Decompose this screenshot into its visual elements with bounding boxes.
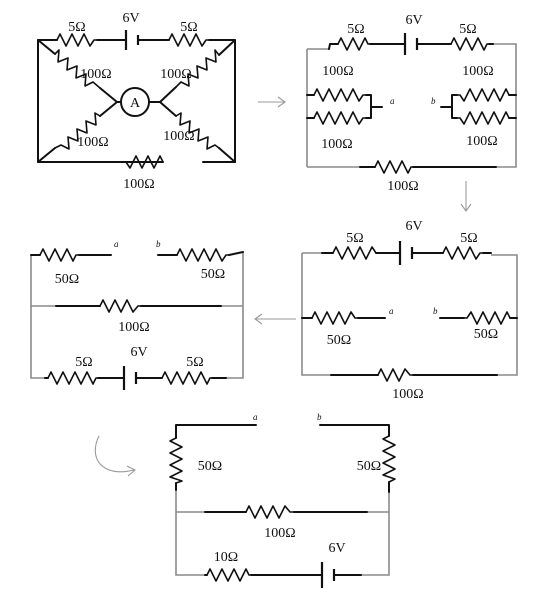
panel-3-resistor-mid-right xyxy=(464,311,511,325)
panel-4-label-bottom-right: 5Ω xyxy=(186,355,203,370)
panel-4-resistor-middle xyxy=(99,299,141,313)
panel-4-resistor-bottom-right xyxy=(161,371,212,385)
arrow-down-icon xyxy=(460,181,472,212)
panel-2-label-left-lower: 100Ω xyxy=(321,137,352,152)
panel-4-label-top-left: 50Ω xyxy=(55,272,79,287)
panel-3-node-b: b xyxy=(433,306,438,316)
panel-5-node-b: b xyxy=(317,412,322,422)
panel-4-label-top-right: 50Ω xyxy=(201,267,225,282)
panel-1-label-5-ohm-left: 5Ω xyxy=(68,20,85,35)
panel-2-node-b: b xyxy=(431,96,436,106)
panel-2-label-right-lower: 100Ω xyxy=(466,134,497,149)
panel-2-resistor-left-lower xyxy=(313,111,366,125)
panel-2-label-battery: 6V xyxy=(405,13,422,28)
panel-5-battery xyxy=(320,562,336,588)
panel-5-resistor-right xyxy=(382,435,396,483)
panel-4-label-middle: 100Ω xyxy=(118,320,149,335)
panel-1-label-upper-right: 100Ω xyxy=(160,67,191,82)
panel-1-resistor-upper-right xyxy=(175,49,220,88)
panel-1-resistor-lower-right xyxy=(175,112,220,150)
panel-3-resistor-top-left xyxy=(332,246,377,260)
panel-2-node-a: a xyxy=(390,96,395,106)
panel-2-label-5-ohm-right: 5Ω xyxy=(459,22,476,37)
panel-4-battery xyxy=(122,366,138,390)
panel-3-resistor-mid-left xyxy=(311,311,358,325)
panel-1-label-lower-right: 100Ω xyxy=(163,129,194,144)
panel-3-label-mid-left: 50Ω xyxy=(327,333,351,348)
panel-3-frame xyxy=(301,252,518,376)
panel-1-ammeter: A xyxy=(120,87,150,117)
panel-5-label-left: 50Ω xyxy=(198,459,222,474)
panel-4-rearranged-circuit: 50Ω 50Ω 100Ω 5Ω 6V 5Ω a b xyxy=(30,239,244,390)
panel-4-node-a: a xyxy=(114,239,119,249)
panel-3-label-battery: 6V xyxy=(405,219,422,234)
panel-1-ammeter-label: A xyxy=(130,96,141,111)
panel-5-node-a: a xyxy=(253,412,258,422)
panel-5-label-bottom: 10Ω xyxy=(214,550,238,565)
panel-1-resistor-lower-left xyxy=(54,112,101,150)
panel-3-node-a: a xyxy=(389,306,394,316)
panel-1-bridge-circuit: A 5Ω 6V 5Ω 100Ω 100Ω 100Ω 100Ω 100Ω xyxy=(37,11,236,192)
panel-4-label-bottom-left: 5Ω xyxy=(75,355,92,370)
panel-4-node-b: b xyxy=(156,239,161,249)
panel-1-resistor-bottom xyxy=(123,155,164,169)
panel-3-resistor-top-right xyxy=(442,246,483,260)
panel-2-resistor-right-lower xyxy=(457,111,510,125)
panel-1-resistor-top-left xyxy=(56,33,97,47)
panel-4-resistor-top-left xyxy=(39,248,79,262)
arrow-right-icon xyxy=(258,96,286,108)
panel-4-resistor-top-right xyxy=(176,248,229,262)
panel-5-final-circuit: 50Ω 50Ω 100Ω 10Ω 6V a b xyxy=(169,412,396,588)
panel-2-label-right-upper: 100Ω xyxy=(462,64,493,79)
panel-2-resistor-right-upper xyxy=(457,88,510,102)
panel-5-resistor-bottom xyxy=(206,568,251,582)
panel-2-resistor-top-right xyxy=(450,37,489,51)
panel-1-label-bottom: 100Ω xyxy=(123,177,154,192)
arrow-left-icon xyxy=(254,313,296,325)
panel-1-resistor-top-right xyxy=(168,33,209,47)
panel-3-label-5-ohm-left: 5Ω xyxy=(346,231,363,246)
panel-5-label-middle: 100Ω xyxy=(264,526,295,541)
panel-4-frame xyxy=(30,252,244,379)
panel-3-resistor-bottom xyxy=(377,368,413,382)
panel-5-resistor-left xyxy=(169,437,183,484)
panel-2-frame xyxy=(306,43,517,168)
panel-1-label-upper-left: 100Ω xyxy=(80,67,111,82)
panel-2-label-left-upper: 100Ω xyxy=(322,64,353,79)
panel-5-frame xyxy=(175,490,390,576)
panel-1-wires xyxy=(37,39,236,163)
panel-4-resistor-bottom-left xyxy=(47,371,98,385)
panel-1-resistor-upper-left xyxy=(54,49,101,89)
panel-2-battery xyxy=(403,33,419,55)
panel-2-label-5-ohm-left: 5Ω xyxy=(347,22,364,37)
panel-2-resistor-left-upper xyxy=(313,88,366,102)
panel-5-resistor-middle xyxy=(245,505,294,519)
panel-2-resistor-bottom xyxy=(374,160,413,174)
panel-1-battery xyxy=(124,30,140,50)
panel-3-battery xyxy=(398,241,414,265)
panel-1-label-lower-left: 100Ω xyxy=(77,135,108,150)
panel-2-split-circuit: 5Ω 6V 5Ω 100Ω 100Ω 100Ω 100Ω 100Ω a b xyxy=(306,13,517,194)
panel-2-label-bottom: 100Ω xyxy=(387,179,418,194)
panel-3-label-bottom: 100Ω xyxy=(392,387,423,402)
panel-2-resistor-top-left xyxy=(337,37,370,51)
panel-3-label-mid-right: 50Ω xyxy=(474,327,498,342)
panel-5-label-right: 50Ω xyxy=(357,459,381,474)
panel-1-label-battery: 6V xyxy=(122,11,139,26)
panel-3-label-5-ohm-right: 5Ω xyxy=(460,231,477,246)
panel-4-label-battery: 6V xyxy=(130,345,147,360)
panel-1-label-5-ohm-right: 5Ω xyxy=(180,20,197,35)
panel-3-reduced-circuit: 5Ω 6V 5Ω 50Ω 50Ω 100Ω a b xyxy=(301,219,518,402)
curved-arrow-icon xyxy=(94,435,136,477)
panel-5-label-battery: 6V xyxy=(328,541,345,556)
